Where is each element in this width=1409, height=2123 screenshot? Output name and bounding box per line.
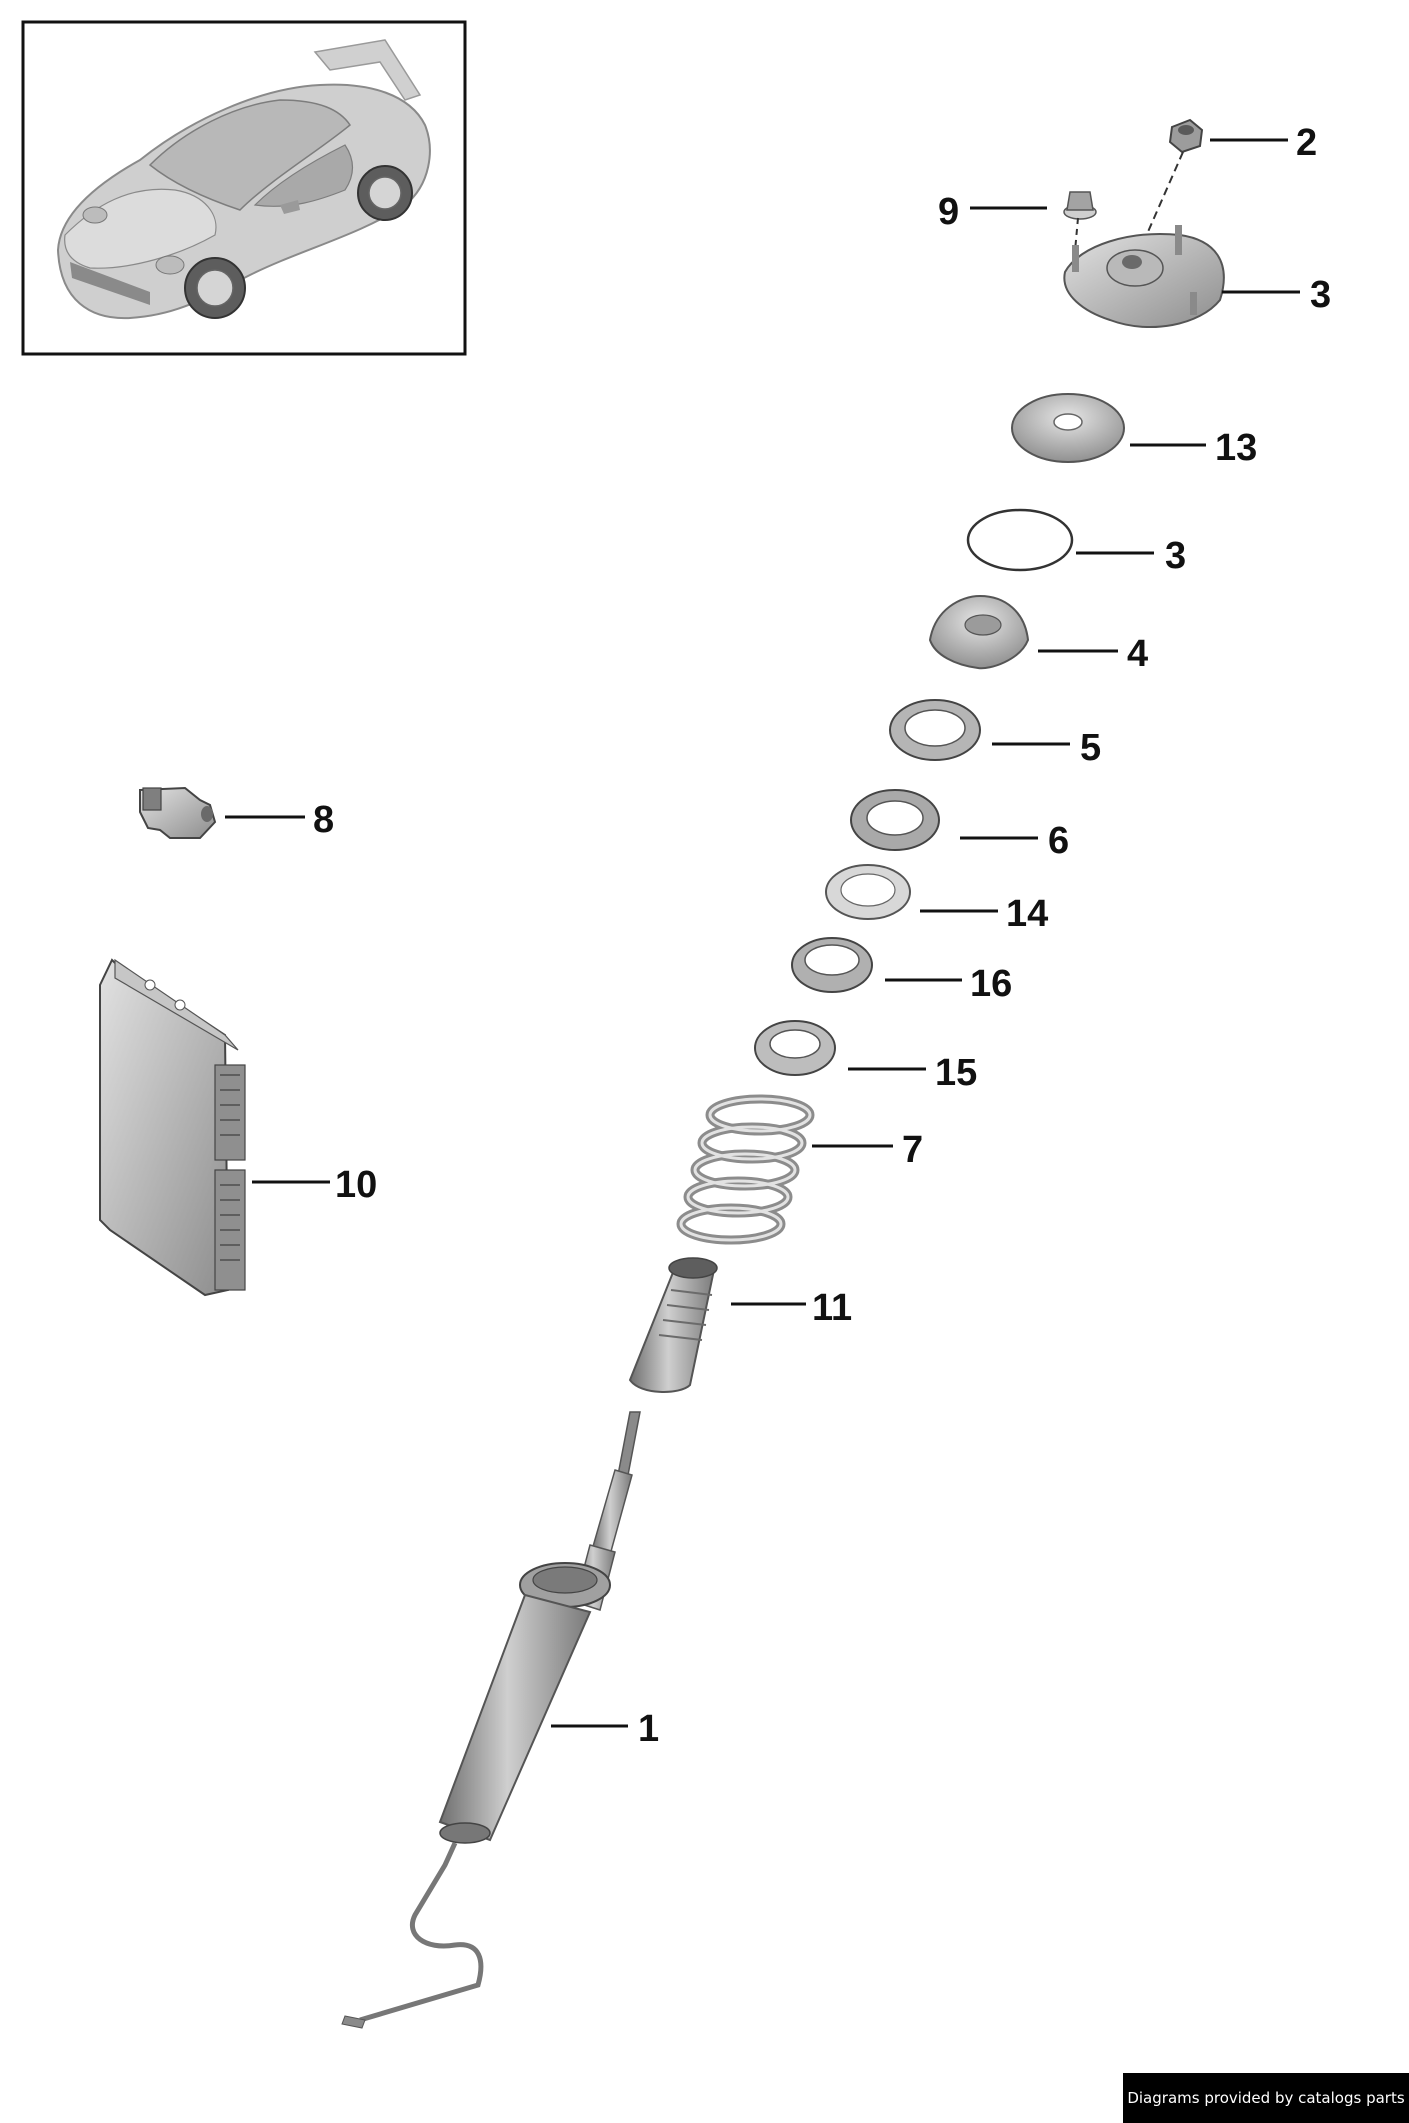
callout-11: 11 bbox=[731, 1287, 852, 1329]
part-5-ring bbox=[889, 699, 981, 761]
callout-7: 7 bbox=[812, 1129, 923, 1171]
part-7-coil-spring-highlight bbox=[679, 1097, 812, 1242]
part-10-control-unit bbox=[99, 958, 246, 1297]
part-7-coil-spring bbox=[676, 1094, 815, 1245]
callout-11-label: 11 bbox=[812, 1287, 852, 1329]
part-3-top-mount bbox=[1063, 225, 1225, 329]
callout-14-label: 14 bbox=[1006, 893, 1048, 935]
callout-5: 5 bbox=[992, 727, 1101, 769]
part-13-washer bbox=[1011, 393, 1125, 463]
callout-3b-label: 3 bbox=[1165, 535, 1186, 577]
part-8-sensor bbox=[139, 786, 217, 839]
part-3-o-ring bbox=[966, 508, 1074, 572]
callout-6: 6 bbox=[960, 820, 1069, 862]
callout-3a-label: 3 bbox=[1310, 274, 1331, 316]
callout-10-label: 10 bbox=[335, 1164, 377, 1206]
credit-text: Diagrams provided by catalogs parts bbox=[1127, 2089, 1405, 2107]
callout-1-label: 1 bbox=[638, 1708, 659, 1750]
callout-6-label: 6 bbox=[1048, 820, 1069, 862]
part-9-nut bbox=[1063, 191, 1097, 220]
part-2-dash-line bbox=[1139, 151, 1184, 251]
callout-16: 16 bbox=[885, 963, 1012, 1005]
vehicle-thumbnail bbox=[21, 20, 467, 356]
callout-7-label: 7 bbox=[902, 1129, 923, 1171]
callout-10: 10 bbox=[252, 1164, 377, 1206]
callout-8: 8 bbox=[225, 799, 334, 841]
part-14-shim bbox=[825, 864, 911, 920]
part-4-cap bbox=[928, 594, 1030, 670]
callout-4: 4 bbox=[1038, 633, 1148, 675]
callout-2-label: 2 bbox=[1296, 122, 1317, 164]
callout-9-label: 9 bbox=[938, 191, 959, 233]
part-6-bearing bbox=[850, 789, 940, 851]
callout-3b: 3 bbox=[1076, 535, 1186, 577]
callout-3a: 3 bbox=[1222, 274, 1331, 316]
callout-16-label: 16 bbox=[970, 963, 1012, 1005]
car-illustration bbox=[56, 39, 431, 320]
part-1-shock-absorber bbox=[341, 1411, 641, 2029]
callout-4-label: 4 bbox=[1127, 633, 1148, 675]
callout-15-label: 15 bbox=[935, 1052, 977, 1094]
callout-9: 9 bbox=[938, 191, 1047, 233]
part-16-spring-seat bbox=[791, 937, 873, 993]
callout-5-label: 5 bbox=[1080, 727, 1101, 769]
part-2-nut bbox=[1168, 118, 1204, 154]
callout-8-label: 8 bbox=[313, 799, 334, 841]
callout-14: 14 bbox=[920, 893, 1048, 935]
callout-1: 1 bbox=[551, 1708, 659, 1750]
part-11-bellows bbox=[628, 1257, 718, 1393]
callout-15: 15 bbox=[848, 1052, 977, 1094]
credit-bar: Diagrams provided by catalogs parts bbox=[1123, 2073, 1409, 2123]
callout-13: 13 bbox=[1130, 427, 1257, 469]
callout-2: 2 bbox=[1210, 122, 1317, 164]
callout-13-label: 13 bbox=[1215, 427, 1257, 469]
part-15-ring bbox=[754, 1020, 836, 1076]
